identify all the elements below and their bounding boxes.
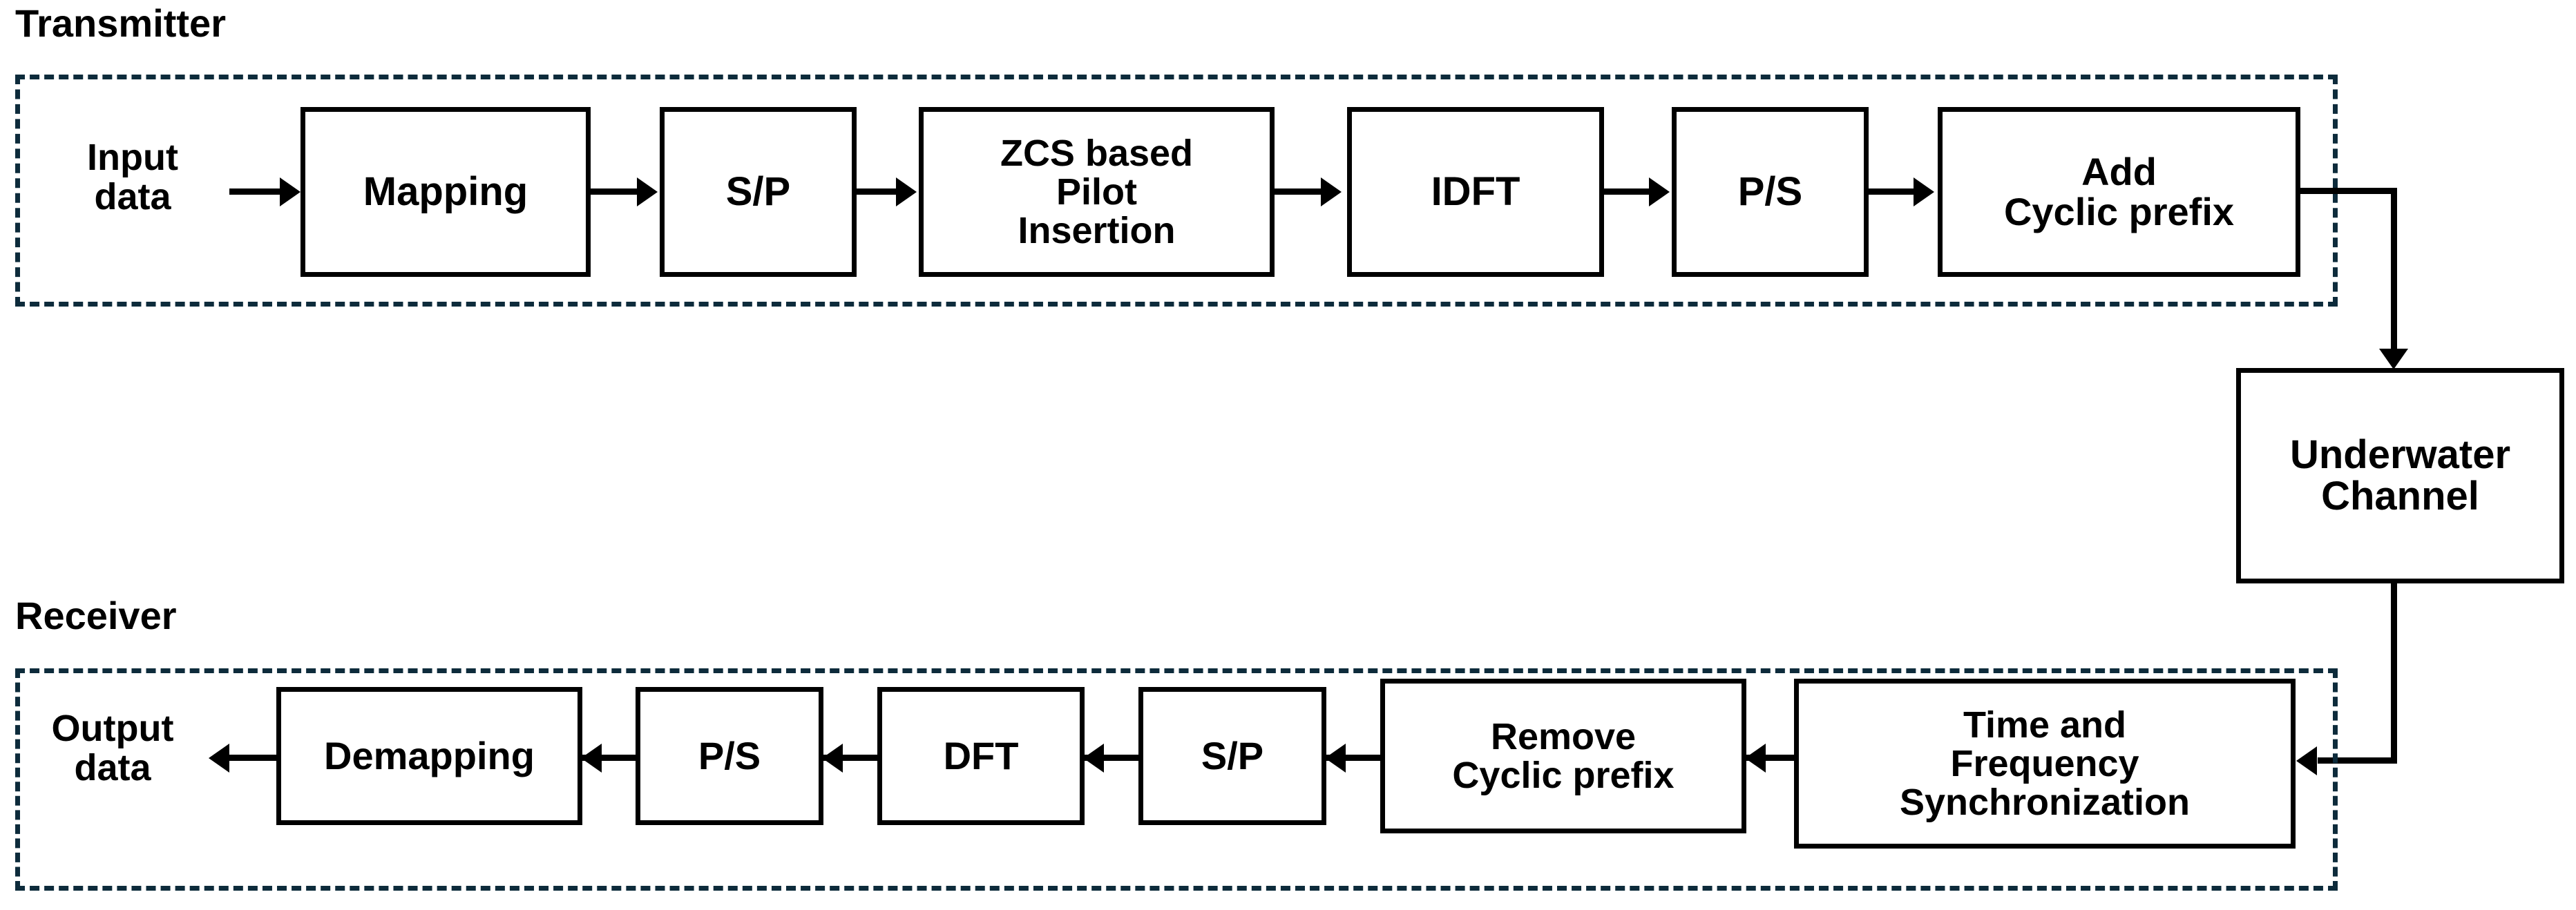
arrowhead-dft-to-ps — [822, 744, 843, 773]
arrowhead-sp-to-dft — [1083, 744, 1104, 773]
block-underwater-channel-label: Underwater Channel — [2289, 432, 2511, 519]
block-sp-receiver-label: S/P — [1201, 733, 1264, 777]
receiver-dashed-region — [15, 668, 2338, 891]
arrowhead-zcs-to-idft — [1321, 177, 1342, 206]
arrowhead-sync-to-removecp — [1745, 744, 1766, 773]
block-dft-label: DFT — [943, 733, 1019, 777]
transmitter-section-title: Transmitter — [15, 1, 226, 45]
connector-sp-to-dft — [1085, 755, 1138, 761]
block-add-cyclic-prefix[interactable]: Add Cyclic prefix — [1938, 107, 2300, 277]
block-ps-transmitter-label: P/S — [1737, 168, 1803, 214]
block-mapping-label: Mapping — [363, 168, 528, 214]
block-demapping[interactable]: Demapping — [276, 687, 582, 825]
connector-mapping-to-sp — [591, 188, 640, 195]
connector-ps-to-addcp — [1869, 188, 1917, 195]
block-time-frequency-synchronization[interactable]: Time and Frequency Synchronization — [1794, 679, 2296, 849]
connector-addcp-to-channel-horizontal — [2300, 188, 2397, 194]
arrowhead-demapping-to-output — [209, 744, 229, 773]
block-sp-transmitter-label: S/P — [725, 168, 791, 214]
arrowhead-ps-to-demapping — [581, 744, 602, 773]
output-data-label: Output data — [51, 708, 174, 789]
connector-ps-to-demapping — [582, 755, 636, 761]
arrowhead-idft-to-ps — [1649, 177, 1670, 206]
block-dft[interactable]: DFT — [877, 687, 1085, 825]
connector-sync-to-removecp — [1746, 755, 1796, 761]
connector-dft-to-ps — [823, 755, 877, 761]
arrowhead-sync-input — [2296, 746, 2317, 775]
connector-channel-to-sync-horizontal — [2318, 757, 2397, 764]
arrowhead-removecp-to-sp — [1325, 744, 1346, 773]
block-remove-cyclic-prefix[interactable]: Remove Cyclic prefix — [1380, 679, 1746, 833]
connector-sp-to-zcs — [857, 188, 899, 195]
block-sp-transmitter[interactable]: S/P — [660, 107, 857, 277]
block-ps-receiver[interactable]: P/S — [636, 687, 823, 825]
connector-input-to-mapping — [229, 188, 283, 195]
connector-zcs-to-idft — [1275, 188, 1324, 195]
block-underwater-channel[interactable]: Underwater Channel — [2236, 368, 2564, 583]
block-idft[interactable]: IDFT — [1347, 107, 1604, 277]
block-ps-transmitter[interactable]: P/S — [1672, 107, 1869, 277]
connector-addcp-to-channel-vertical — [2391, 188, 2397, 359]
block-demapping-label: Demapping — [324, 733, 535, 777]
block-zcs-pilot-insertion[interactable]: ZCS based Pilot Insertion — [919, 107, 1275, 277]
arrowhead-ps-to-addcp — [1914, 177, 1934, 206]
block-ps-receiver-label: P/S — [698, 733, 761, 777]
connector-idft-to-ps — [1604, 188, 1652, 195]
block-sp-receiver[interactable]: S/P — [1138, 687, 1326, 825]
connector-demapping-to-output — [229, 755, 280, 761]
block-remove-cyclic-prefix-label: Remove Cyclic prefix — [1452, 715, 1675, 796]
connector-channel-to-sync-vertical — [2391, 583, 2397, 764]
connector-removecp-to-sp — [1326, 755, 1380, 761]
arrowhead-input-to-mapping — [280, 177, 300, 206]
block-zcs-pilot-insertion-label: ZCS based Pilot Insertion — [1000, 132, 1194, 252]
receiver-section-title: Receiver — [15, 594, 177, 637]
block-idft-label: IDFT — [1431, 168, 1520, 214]
arrowhead-mapping-to-sp — [637, 177, 658, 206]
arrowhead-channel-input — [2379, 349, 2408, 369]
block-add-cyclic-prefix-label: Add Cyclic prefix — [2003, 149, 2235, 233]
block-time-frequency-synchronization-label: Time and Frequency Synchronization — [1899, 704, 2191, 824]
input-data-label: Input data — [87, 137, 178, 218]
arrowhead-sp-to-zcs — [896, 177, 917, 206]
block-mapping[interactable]: Mapping — [300, 107, 591, 277]
